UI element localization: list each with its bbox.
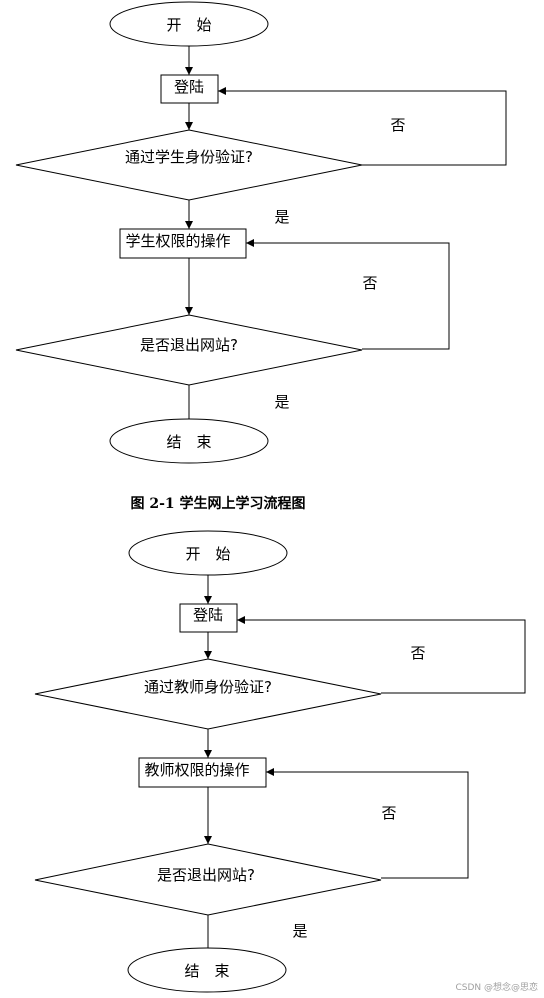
end-label-2: 结 束 [184, 962, 229, 980]
login-box [160, 74, 219, 104]
login-box-2 [179, 603, 238, 633]
exit-label: 是否退出网站? [140, 336, 238, 354]
verify-student-label: 通过学生身份验证? [125, 148, 253, 166]
end-node [109, 418, 269, 464]
end-node-2 [127, 947, 287, 993]
exit-no-label: 否 [362, 274, 377, 292]
end-label: 结 束 [166, 433, 211, 451]
login-label: 登陆 [174, 78, 204, 96]
exit-yes-label: 是 [274, 393, 289, 411]
teacher-operate-label: 教师权限的操作 [144, 761, 249, 779]
loop-verify-no-2 [237, 616, 526, 694]
figure-caption: 图 2-1 学生网上学习流程图 [130, 495, 305, 512]
exit-no-label-2: 否 [381, 804, 396, 822]
loop-verify-no [218, 87, 507, 166]
verify-no-label: 否 [390, 116, 405, 134]
start-label-2: 开 始 [185, 545, 230, 563]
watermark-text: CSDN @想念@思恋 [455, 981, 538, 993]
verify-teacher-label: 通过教师身份验证? [144, 678, 272, 696]
student-operate-label: 学生权限的操作 [125, 232, 230, 250]
loop-exit-no-2 [266, 768, 469, 879]
verify-yes-label: 是 [274, 208, 289, 226]
exit-label-2: 是否退出网站? [157, 866, 255, 884]
teacher-flowchart: 开 始 登陆 通过教师身份验证? 否 教师权限的操作 是否退出网站? 否 是 [34, 530, 526, 993]
exit-yes-label-2: 是 [292, 922, 307, 940]
student-flowchart: 开 始 登陆 通过学生身份验证? 否 是 学生权限的操作 是否退出网站? 否 是 [15, 1, 507, 464]
start-label: 开 始 [166, 16, 211, 34]
teacher-operate-box [138, 757, 267, 788]
verify-no-label-2: 否 [410, 644, 425, 662]
login-label-2: 登陆 [193, 606, 223, 624]
loop-exit-no [246, 239, 450, 350]
